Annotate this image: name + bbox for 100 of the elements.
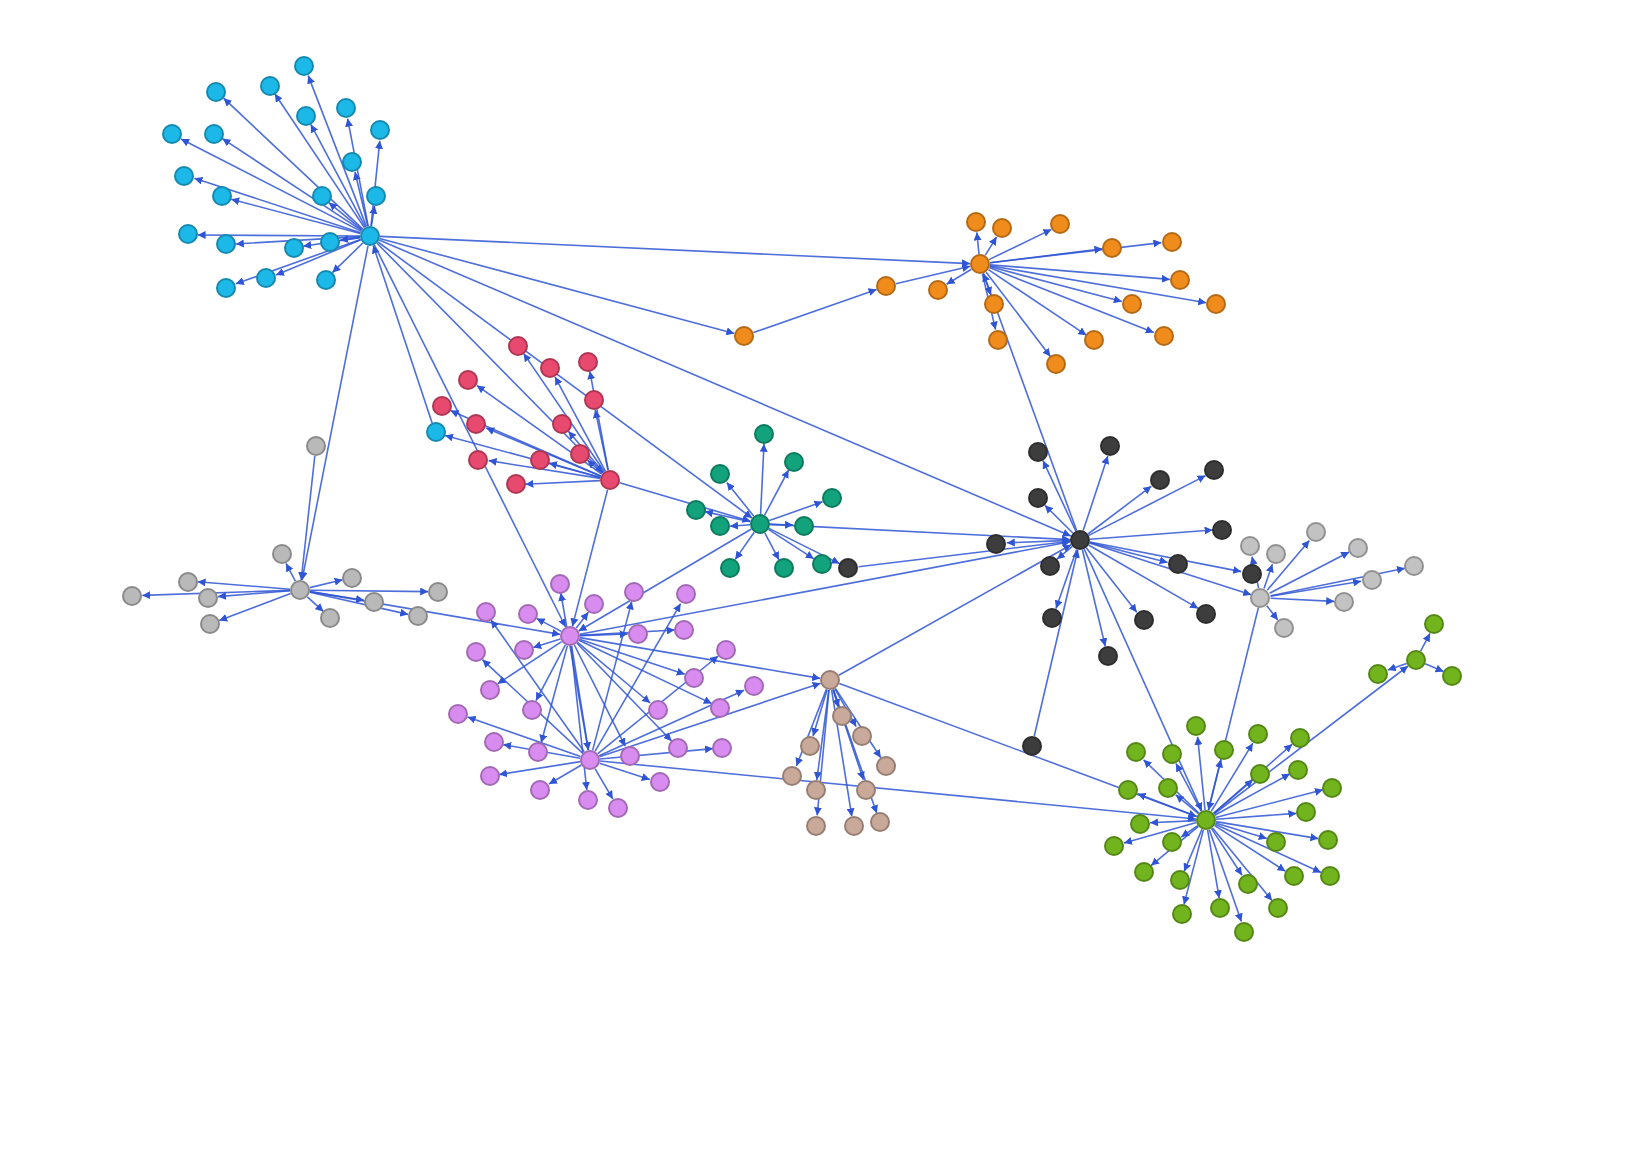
network-node [856, 779, 877, 800]
arrow [988, 266, 1155, 334]
arrow [1210, 827, 1243, 876]
arrow [830, 689, 855, 818]
arrow [594, 767, 614, 800]
arrow [1150, 825, 1200, 867]
network-node [311, 186, 331, 207]
arrow [592, 409, 609, 471]
arrow [1269, 578, 1362, 597]
arrow [1056, 545, 1074, 560]
network-node [122, 585, 143, 606]
network-node [529, 450, 550, 471]
network-node [360, 226, 380, 246]
network-node [560, 626, 580, 646]
network-node [624, 581, 645, 602]
arrow [989, 239, 1163, 264]
network-node [569, 443, 590, 464]
network-node [1196, 810, 1216, 830]
network-node [806, 815, 827, 836]
arrow [618, 482, 752, 523]
arrow [594, 602, 682, 753]
network-node [315, 269, 336, 290]
network-node [1334, 591, 1355, 612]
arrow [575, 611, 590, 629]
arrow [1215, 820, 1320, 842]
arrow [570, 645, 592, 751]
network-node [517, 603, 538, 624]
arrow [352, 171, 369, 227]
arrow [532, 638, 562, 649]
network-node [783, 451, 804, 472]
arrow [576, 642, 673, 742]
network-node [408, 606, 429, 627]
network-node [805, 779, 826, 800]
arrow [1089, 526, 1214, 540]
network-node [1247, 724, 1268, 745]
network-node [1250, 763, 1271, 784]
arrow [832, 688, 840, 709]
arrow [984, 236, 998, 257]
network-node [551, 413, 572, 434]
network-node [684, 667, 705, 688]
network-node [1322, 777, 1343, 798]
arrow [535, 617, 562, 633]
arrow [838, 544, 1072, 676]
network-node [320, 608, 341, 629]
arrow [275, 239, 362, 276]
arrow [576, 641, 651, 704]
network-node [1213, 739, 1234, 760]
arrow [310, 123, 367, 228]
arrow [763, 469, 790, 516]
arrow [487, 457, 601, 480]
arrow [299, 245, 369, 581]
arrow [180, 138, 362, 233]
arrow [309, 577, 344, 589]
network-node [294, 56, 315, 77]
network-node [1424, 614, 1445, 635]
network-node [528, 742, 549, 763]
arrow [141, 589, 291, 600]
network-node [1046, 354, 1067, 375]
network-node [1368, 663, 1389, 684]
network-node [1361, 569, 1382, 590]
arrow [1123, 821, 1198, 845]
network-node [1289, 727, 1310, 748]
network-node [734, 326, 754, 346]
arrow [1210, 742, 1254, 813]
arrow [1214, 787, 1324, 819]
network-node [782, 765, 803, 786]
network-node [1237, 873, 1258, 894]
arrow [895, 264, 971, 285]
network-node [991, 218, 1012, 239]
arrow [597, 655, 719, 755]
network-node [1070, 530, 1090, 550]
arrow [579, 539, 1071, 635]
network-node [607, 797, 628, 818]
network-node [876, 276, 896, 296]
network-node [468, 449, 489, 470]
network-node [1205, 294, 1226, 315]
network-node [674, 619, 695, 640]
arrow [973, 231, 982, 255]
network-node [1273, 618, 1294, 638]
arrow [376, 242, 604, 474]
network-node [1130, 813, 1151, 834]
network-node [719, 557, 740, 578]
network-node [1296, 802, 1317, 823]
network-node [1158, 778, 1179, 799]
arrow [832, 688, 878, 814]
arrow [1089, 541, 1242, 574]
arrow [813, 689, 830, 781]
network-node [1268, 898, 1289, 919]
network-node [876, 756, 897, 777]
arrow [764, 532, 780, 561]
arrow [1212, 743, 1293, 815]
arrow [1419, 632, 1431, 652]
network-node [1104, 835, 1125, 856]
arrow [570, 488, 609, 628]
arrow [769, 523, 1071, 544]
arrow [548, 461, 602, 479]
arrow [444, 433, 602, 479]
network-node [1404, 556, 1425, 577]
network-node [870, 812, 891, 833]
arrow [599, 760, 1197, 823]
